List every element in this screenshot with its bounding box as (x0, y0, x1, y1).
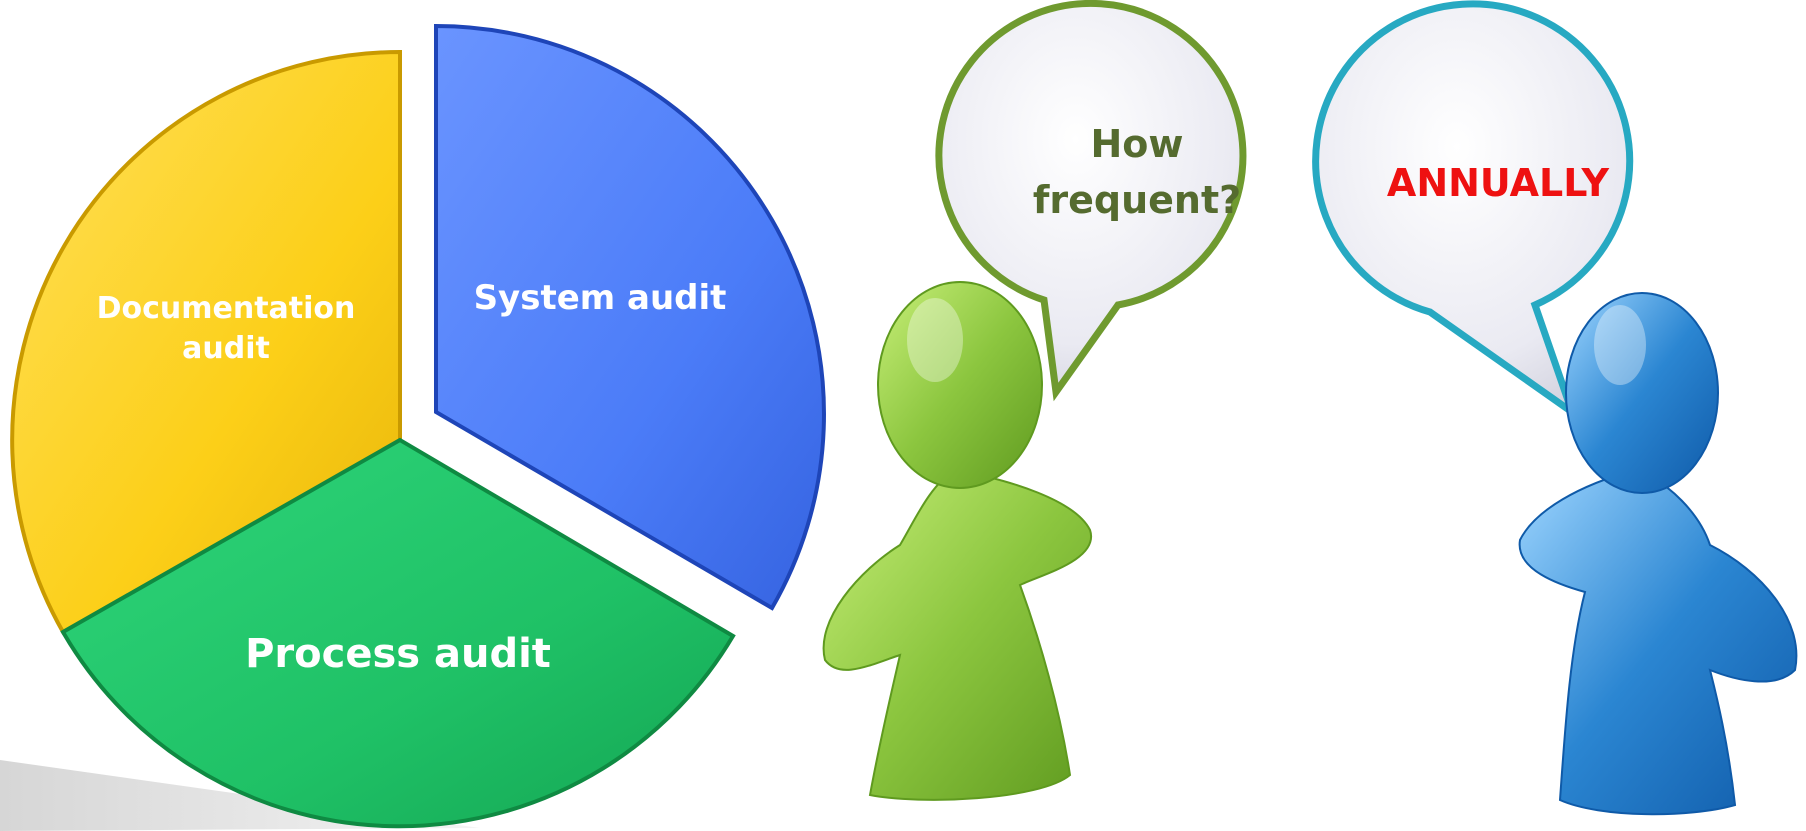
label-line: System audit (474, 278, 727, 318)
blue-person-figure (1518, 292, 1798, 816)
label-line: Documentation (97, 291, 356, 326)
answer-text: ANNUALLY (1387, 161, 1610, 205)
speech-bubble-question: How frequent? (935, 0, 1247, 402)
label-line: How (1090, 122, 1183, 166)
label-line: Process audit (245, 631, 551, 677)
green-person-figure (822, 281, 1093, 801)
pie-label-system: System audit (474, 278, 727, 318)
label-line: frequent? (1033, 178, 1241, 222)
green-head-highlight (907, 298, 963, 382)
question-bubble-shape (935, 0, 1247, 402)
pie-segment-process (60, 437, 736, 829)
pie-segment-documentation (10, 49, 402, 635)
answer-bubble-shape (1312, 0, 1634, 422)
pie-label-documentation: Documentation audit (97, 291, 356, 366)
blue-figure-body (1518, 468, 1798, 816)
green-figure-body (822, 468, 1093, 801)
pie-segment-system (434, 23, 826, 611)
speech-bubble-answer: ANNUALLY (1312, 0, 1634, 422)
green-figure-head (877, 281, 1043, 489)
blue-figure-head (1565, 292, 1719, 494)
question-text: How frequent? (1033, 122, 1241, 222)
pie-label-process: Process audit (245, 631, 551, 677)
audit-pie: System audit Process audit Documentation… (10, 23, 826, 829)
label-line: ANNUALLY (1387, 161, 1610, 205)
blue-head-highlight (1594, 305, 1646, 385)
label-line: audit (182, 331, 270, 366)
